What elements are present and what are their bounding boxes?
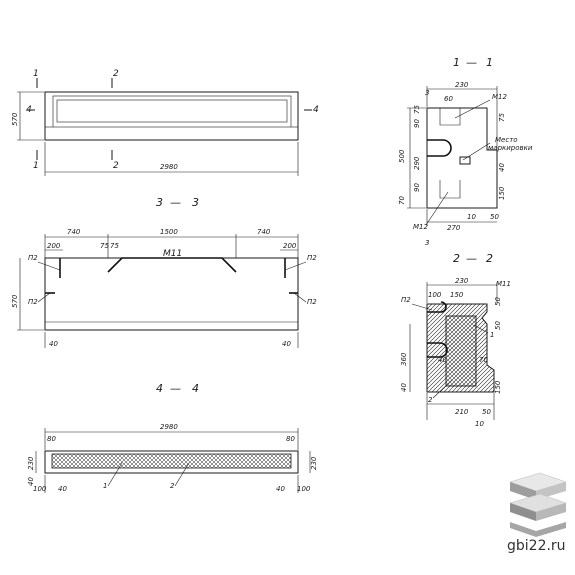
section-2-2-dim-210: 210 [455, 408, 469, 416]
plan-length-dim: 2980 [160, 163, 178, 171]
section-1-1-dim-60: 60 [444, 95, 453, 103]
section-3-3-dim-200-right: 200 [283, 242, 297, 250]
section-4-4-callout-2: 2 [170, 482, 175, 490]
section-1-1-marking-line1: Место [495, 136, 518, 144]
section-4-4-dim-100: 100 [33, 485, 47, 493]
section-4-4-title-left: 4 [156, 382, 163, 395]
section-4-4-end-80-left: 80 [47, 435, 56, 443]
plan-cut-2-top: 2 [113, 69, 119, 79]
plan-cut-4-right: 4 [313, 105, 319, 115]
section-3-3-dim-1500: 1500 [160, 228, 178, 236]
section-4-4: 4 — 4 2980 80 80 230 230 40 100 40 40 10… [27, 382, 318, 493]
section-4-4-dim-100-right: 100 [297, 485, 311, 493]
section-4-4-length-dim: 2980 [160, 423, 178, 431]
section-3-3-title-dash: — [170, 196, 181, 209]
section-1-1-width-230: 230 [455, 81, 469, 89]
section-1-1-dim-290: 290 [413, 156, 421, 170]
section-1-1-dim-50: 50 [490, 213, 499, 221]
section-1-1-dim-3-top: 3 [425, 89, 429, 97]
section-3-3-end-40-left: 40 [49, 340, 58, 348]
plan-view: 1 1 2 2 4 4 570 2980 [11, 69, 319, 176]
section-1-1-dim-70: 70 [398, 196, 406, 205]
plan-cut-1-top: 1 [33, 69, 39, 79]
section-1-1-marking-line2: маркировки [488, 144, 533, 152]
section-1-1-dim-150-right: 150 [498, 186, 506, 200]
section-4-4-hatched-core [51, 453, 292, 469]
section-2-2-callout-2: 2 [428, 396, 433, 404]
section-3-3-dim-200-left: 200 [47, 242, 61, 250]
plan-cut-2-bottom: 2 [113, 161, 119, 171]
section-1-1-dim-90-bottom: 90 [413, 183, 421, 192]
section-3-3-height-dim: 570 [11, 294, 19, 308]
section-3-3-dim-740-left: 740 [67, 228, 81, 236]
section-2-2-width-230: 230 [455, 277, 469, 285]
section-2-2-dim-50-bottom: 50 [482, 408, 491, 416]
section-2-2-dim-150: 150 [450, 291, 464, 299]
section-3-3-title-left: 3 [156, 196, 163, 209]
section-1-1-dim-75: 75 [413, 105, 421, 114]
section-1-1-dim-500: 500 [398, 149, 406, 163]
section-3-3-end-40-right: 40 [282, 340, 291, 348]
section-3-3-p2-bottom-left: П2 [28, 298, 38, 306]
section-3-3-p2-top-left: П2 [28, 254, 38, 262]
section-1-1-title-left: 1 [453, 56, 460, 69]
section-1-1-cut-3-bottom: 3 [425, 239, 429, 247]
section-2-2-dim-10: 10 [475, 420, 484, 428]
section-2-2-p2-label: П2 [401, 296, 411, 304]
section-1-1-m12-bottom: М12 [413, 223, 428, 231]
section-1-1-dim-270: 270 [447, 224, 461, 232]
section-4-4-end-80-right: 80 [286, 435, 295, 443]
section-4-4-title-dash: — [170, 382, 181, 395]
watermark-text: gbi22.ru [507, 538, 566, 554]
section-2-2-dim-50-mid: 50 [494, 321, 502, 330]
section-4-4-height-230-left: 230 [27, 456, 35, 470]
section-3-3: 3 — 3 М11 740 1500 740 200 200 75 75 П2 … [11, 196, 317, 348]
section-4-4-dim-40-left: 40 [27, 477, 35, 486]
section-1-1: 1 — 1 Место маркировки 230 60 3 М12 75 9… [398, 56, 533, 247]
section-1-1-title-right: 1 [486, 56, 493, 69]
section-2-2-insulation-core [445, 315, 477, 387]
stacked-slabs-logo-icon [509, 472, 567, 537]
plan-cut-1-bottom: 1 [33, 161, 39, 171]
section-4-4-dim-40-bottom-right: 40 [276, 485, 285, 493]
section-3-3-title-right: 3 [192, 196, 199, 209]
section-2-2-title-dash: — [466, 252, 477, 265]
section-2-2-dim-150-vertical: 150 [494, 380, 502, 394]
section-2-2-dim-100: 100 [428, 291, 442, 299]
section-2-2-m11-label: М11 [496, 280, 511, 288]
section-2-2-title-right: 2 [486, 252, 493, 265]
section-2-2-dim-40-left: 40 [400, 383, 408, 392]
section-1-1-dim-10: 10 [467, 213, 476, 221]
section-2-2-dim-50-top: 50 [494, 297, 502, 306]
plan-cut-4-left: 4 [26, 105, 32, 115]
section-1-1-title-dash: — [466, 56, 477, 69]
section-2-2-callout-1: 1 [490, 331, 494, 339]
section-3-3-dim-75-left: 75 [100, 242, 109, 250]
section-3-3-m11-label: М11 [163, 249, 182, 259]
section-4-4-callout-1: 1 [103, 482, 107, 490]
section-1-1-dim-90-top: 90 [413, 119, 421, 128]
section-4-4-title-right: 4 [192, 382, 199, 395]
section-2-2: 2 — 2 230 М11 П2 100 150 50 50 360 40 40… [400, 252, 511, 428]
section-4-4-height-230-right: 230 [310, 456, 318, 470]
section-1-1-dim-75-right: 75 [498, 113, 506, 122]
section-2-2-dim-40-inner: 40 [438, 356, 447, 364]
section-1-1-m12-top: М12 [492, 93, 507, 101]
section-2-2-dim-360: 360 [400, 352, 408, 366]
section-3-3-p2-top-right: П2 [307, 254, 317, 262]
section-3-3-p2-bottom-right: П2 [307, 298, 317, 306]
section-3-3-dim-740-right: 740 [257, 228, 271, 236]
section-3-3-dim-75-right: 75 [110, 242, 119, 250]
plan-height-dim: 570 [11, 112, 19, 126]
section-1-1-dim-40-right: 40 [498, 163, 506, 172]
section-2-2-dim-70: 70 [479, 356, 488, 364]
section-2-2-title-left: 2 [453, 252, 460, 265]
section-4-4-dim-40-bottom-left: 40 [58, 485, 67, 493]
